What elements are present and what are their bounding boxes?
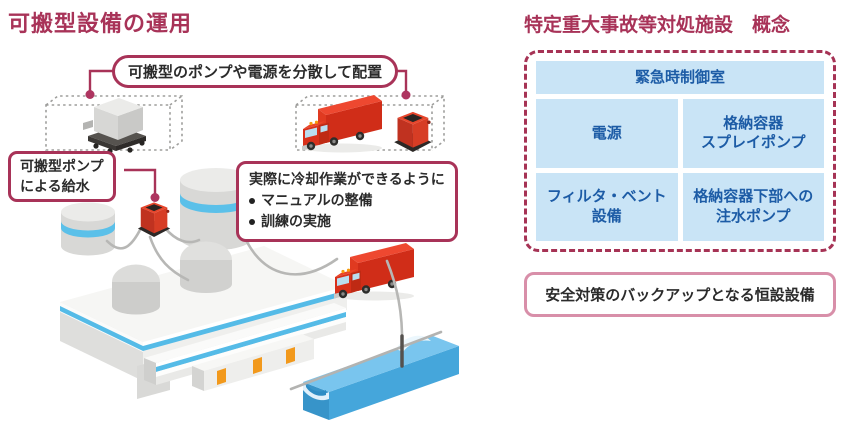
portable-pump-field-icon xyxy=(137,202,171,237)
hose-icon xyxy=(105,226,339,282)
training-item: 訓練の実施 xyxy=(249,211,445,232)
training-item-text: マニュアルの整備 xyxy=(261,192,373,208)
facility-box-power: 電源 xyxy=(536,99,678,168)
fire-truck-icon xyxy=(302,95,382,153)
bullet-icon xyxy=(249,218,255,225)
facility-row: 電源 格納容器 スプレイポンプ xyxy=(536,99,824,168)
connector-dot-icon xyxy=(85,90,411,202)
backup-note-box: 安全対策のバックアップとなる恒設設備 xyxy=(524,272,836,317)
connector-lines xyxy=(88,69,408,195)
bullet-icon xyxy=(249,197,255,204)
containment-dome-icon xyxy=(112,241,233,315)
training-heading: 実際に冷却作業ができるように xyxy=(249,171,445,187)
callout-distributed-placement: 可搬型のポンプや電源を分散して配置 xyxy=(112,55,399,88)
facility-box-injection-pump: 格納容器下部への 注水ポンプ xyxy=(682,172,824,241)
facility-concept-panel: 緊急時制御室 電源 格納容器 スプレイポンプ フィルタ・ベント 設備 格納容器下… xyxy=(524,50,836,252)
facility-box-spray-pump: 格納容器 スプレイポンプ xyxy=(682,99,824,168)
training-item: マニュアルの整備 xyxy=(249,190,445,211)
water-channel-icon xyxy=(289,259,459,420)
reactor-building-icon xyxy=(60,241,347,399)
facility-box-filter-vent: フィルタ・ベント 設備 xyxy=(536,172,678,241)
fire-truck-field-icon xyxy=(334,243,414,301)
facility-box-control-room: 緊急時制御室 xyxy=(536,61,824,94)
facility-row: フィルタ・ベント 設備 格納容器下部への 注水ポンプ xyxy=(536,172,824,241)
annex-door-icon xyxy=(217,347,295,385)
generator-icon xyxy=(83,98,146,154)
right-section-title: 特定重大事故等対処施設 概念 xyxy=(524,15,791,36)
portable-pump-icon xyxy=(394,111,432,152)
training-item-text: 訓練の実施 xyxy=(261,213,331,229)
callout-cooling-training: 実際に冷却作業ができるように マニュアルの整備 訓練の実施 xyxy=(236,161,458,242)
left-section-title: 可搬型設備の運用 xyxy=(8,11,193,36)
water-tank-left-icon xyxy=(61,202,115,256)
water-tank-right-icon xyxy=(180,168,252,250)
callout-portable-pump-supply: 可搬型ポンプ による給水 xyxy=(8,151,116,202)
dashed-zone-right xyxy=(295,95,445,151)
dashed-zone-left xyxy=(45,95,183,151)
